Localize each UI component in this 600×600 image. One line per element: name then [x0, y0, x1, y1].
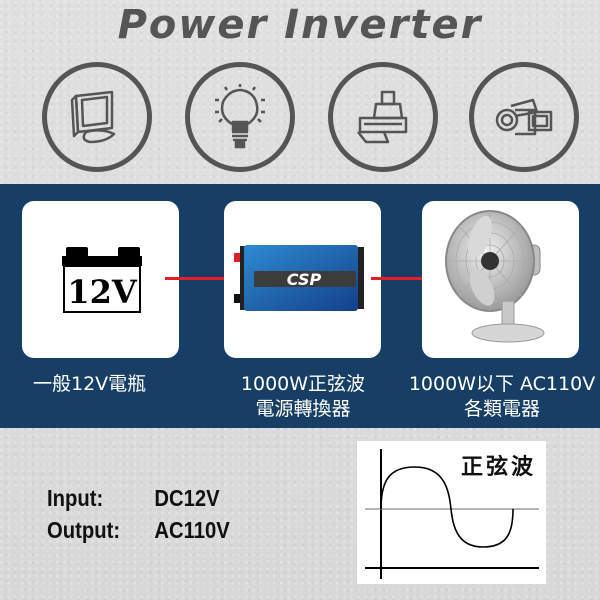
battery-card: 12V: [22, 201, 179, 358]
spec-input: Input: DC12V: [47, 482, 230, 514]
output-value: AC110V: [154, 517, 230, 543]
conversion-flow-band: 12V CSP: [0, 184, 600, 428]
input-value: DC12V: [154, 485, 220, 511]
output-label: Output:: [47, 517, 121, 543]
lightbulb-icon: [185, 62, 295, 172]
sine-wave-graph: [365, 449, 539, 579]
caption-line: 各類電器: [463, 398, 540, 420]
caption-line: 1000W以下 AC110V: [408, 373, 596, 395]
page-title: Power Inverter: [117, 2, 483, 48]
svg-text:12V: 12V: [67, 273, 138, 311]
connector-line: [165, 277, 238, 280]
spec-list: Input: DC12V Output: AC110V: [47, 482, 230, 546]
caption-line: 一般12V電瓶: [33, 373, 147, 395]
sine-wave-label: 正弦波: [460, 454, 536, 480]
spec-output: Output: AC110V: [47, 514, 230, 546]
inverter-caption: 1000W正弦波 電源轉換器: [226, 372, 380, 422]
inverter-card: CSP: [224, 201, 381, 358]
connector-line: [371, 277, 428, 280]
svg-text:CSP: CSP: [287, 270, 322, 289]
caption-line: 電源轉換器: [255, 398, 351, 420]
appliance-caption: 1000W以下 AC110V 各類電器: [404, 372, 600, 422]
caption-line: 1000W正弦波: [240, 373, 366, 395]
appliance-card: [422, 201, 579, 358]
battery-caption: 一般12V電瓶: [33, 372, 146, 397]
device-icon-row: [0, 62, 600, 174]
input-label: Input:: [47, 485, 104, 511]
camcorder-icon: [469, 62, 579, 172]
monitor-icon: [42, 62, 152, 172]
printer-icon: [328, 62, 438, 172]
battery-icon: 12V: [62, 247, 142, 313]
desk-fan-product: [445, 210, 545, 343]
inverter-product: CSP: [234, 245, 364, 311]
sine-wave-diagram: 正弦波: [357, 441, 546, 584]
